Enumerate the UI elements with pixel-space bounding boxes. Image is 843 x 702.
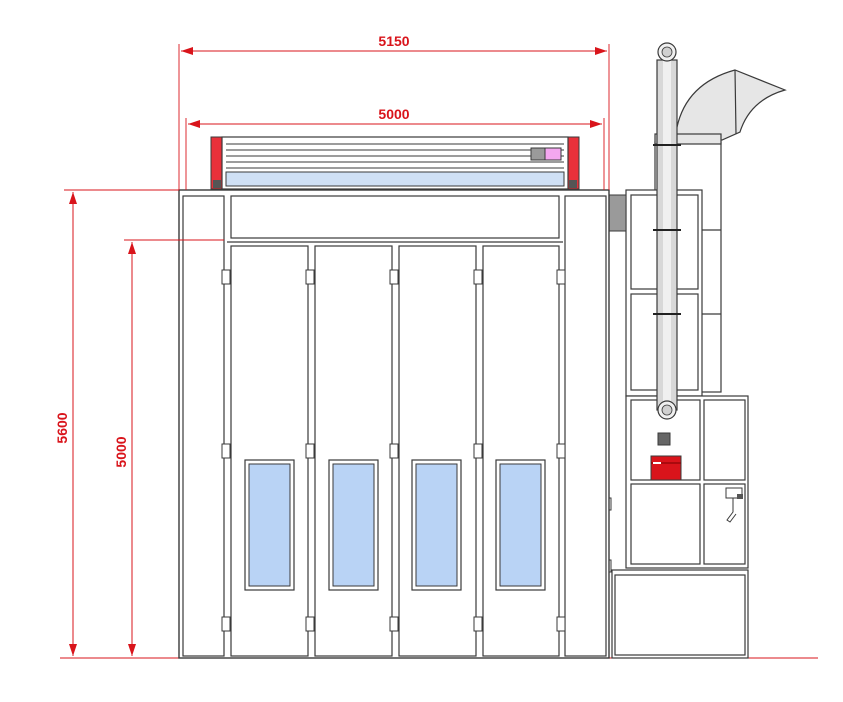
dimension-inner-width: 5000 xyxy=(185,106,605,190)
exhaust-pipe xyxy=(653,42,681,420)
valve-icon xyxy=(725,487,743,523)
dimension-label-5000-width: 5000 xyxy=(378,106,409,122)
dimension-overall-height: 5600 xyxy=(54,189,179,656)
door-leaf-2 xyxy=(314,245,393,657)
dimension-label-5150: 5150 xyxy=(378,33,409,49)
gauge-icon xyxy=(657,432,671,446)
door-hinges xyxy=(221,269,566,632)
burner-icon xyxy=(650,455,682,481)
door-leaf-1 xyxy=(230,245,309,657)
door-leaf-3 xyxy=(398,245,477,657)
dimension-label-5600: 5600 xyxy=(54,412,70,443)
door-leaf-4 xyxy=(482,245,560,657)
dimension-label-5000-height: 5000 xyxy=(113,436,129,467)
dimension-door-height: 5000 xyxy=(113,239,224,656)
dimension-overall-width: 5150 xyxy=(178,33,610,190)
roller-unit xyxy=(210,136,580,190)
